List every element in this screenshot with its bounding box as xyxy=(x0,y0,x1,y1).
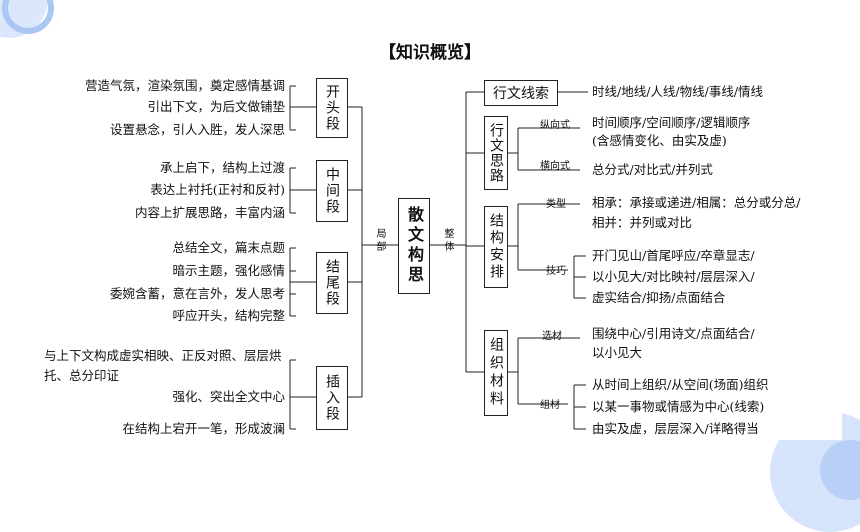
left-item: 总结全文，篇末点题 xyxy=(172,240,285,255)
box-kaitou: 开头段 xyxy=(316,78,348,138)
left-item: 内容上扩展思路，丰富内涵 xyxy=(134,205,285,220)
left-item: 在结构上宕开一笔，形成波澜 xyxy=(122,421,285,436)
box-label: 结尾段 xyxy=(324,259,340,307)
diagram-panel xyxy=(18,72,842,440)
left-item: 设置悬念，引人入胜，发人深思 xyxy=(109,122,285,137)
left-item: 营造气氛，渲染氛围，奠定感情基调 xyxy=(84,78,285,93)
box-zuzhi-cailiao: 组织材料 xyxy=(484,330,508,416)
box-xingwen-silu: 行文思路 xyxy=(484,116,508,190)
link-jubu: 局部 xyxy=(374,228,385,254)
left-item: 呼应开头，结构完整 xyxy=(172,308,285,323)
box-label: 组织材料 xyxy=(488,337,504,409)
decor-ring-top-left xyxy=(2,0,54,34)
jiegou-jiqiao-line: 开门见山/首尾呼应/卒章显志/ xyxy=(592,248,755,263)
jiegou-jiqiao-line: 虚实结合/抑扬/点面结合 xyxy=(592,290,726,305)
silu-zongxiang-line2: (含感情变化、由实及虚) xyxy=(592,133,727,148)
box-center: 散文构思 xyxy=(398,198,430,294)
box-xingwen-xiansuo: 行文线索 xyxy=(484,80,558,106)
silu-zongxiang-line1: 时间顺序/空间顺序/逻辑顺序 xyxy=(592,115,751,130)
box-label: 中间段 xyxy=(324,167,340,215)
xingwen-value: 时线/地线/人线/物线/事线/情线 xyxy=(592,84,764,99)
cailiao-zucai-line: 从时间上组织/从空间(场面)组织 xyxy=(592,377,769,392)
box-label: 结构安排 xyxy=(488,213,504,281)
left-item: 表达上衬托(正衬和反衬) xyxy=(150,182,285,197)
cailiao-xuancai-line2: 以小见大 xyxy=(592,345,643,360)
cailiao-zucai-line: 由实及虚，层层深入/详略得当 xyxy=(592,421,759,436)
silu-label-zongxiang: 纵向式 xyxy=(540,120,570,131)
center-label: 散文构思 xyxy=(405,206,424,286)
cailiao-xuancai-line1: 围绕中心/引用诗文/点面结合/ xyxy=(592,326,755,341)
left-item: 引出下文，为后文做铺垫 xyxy=(147,99,285,114)
link-zhengti: 整体 xyxy=(442,228,453,254)
jiegou-jiqiao-line: 以小见大/对比映衬/层层深入/ xyxy=(592,269,755,284)
left-item: 委婉含蓄，意在言外，发人思考 xyxy=(109,286,285,301)
jiegou-label-leixing: 类型 xyxy=(546,199,566,210)
silu-label-hengxiang: 横向式 xyxy=(540,161,570,172)
cailiao-zucai-line: 以某一事物或情感为中心(线索) xyxy=(592,399,765,414)
box-label: 开头段 xyxy=(324,84,340,132)
box-label: 行文思路 xyxy=(488,123,504,183)
left-item-multiline: 与上下文构成虚实相映、正反对照、层层烘托、总分印证 xyxy=(44,348,282,383)
silu-hengxiang-value: 总分式/对比式/并列式 xyxy=(592,162,713,177)
box-jiegou-anpai: 结构安排 xyxy=(484,206,508,288)
page-title: 【知识概览】 xyxy=(379,43,481,63)
jiegou-label-jiqiao: 技巧 xyxy=(546,266,566,277)
box-jiewei: 结尾段 xyxy=(316,252,348,314)
jiegou-leixing-line2: 相并：并列或对比 xyxy=(592,215,693,230)
left-item: 暗示主题，强化感情 xyxy=(172,263,285,278)
cailiao-label-xuancai: 选材 xyxy=(542,331,562,342)
box-charu: 插入段 xyxy=(316,366,348,430)
jiegou-leixing-line1: 相承：承接或递进/相属：总分或分总/ xyxy=(592,195,801,210)
cailiao-label-zucai: 组材 xyxy=(540,400,560,411)
box-zhongjian: 中间段 xyxy=(316,160,348,222)
box-label: 插入段 xyxy=(324,374,340,422)
left-item: 承上启下，结构上过渡 xyxy=(159,160,285,175)
left-item: 强化、突出全文中心 xyxy=(172,389,285,404)
connector-lines xyxy=(289,85,588,430)
